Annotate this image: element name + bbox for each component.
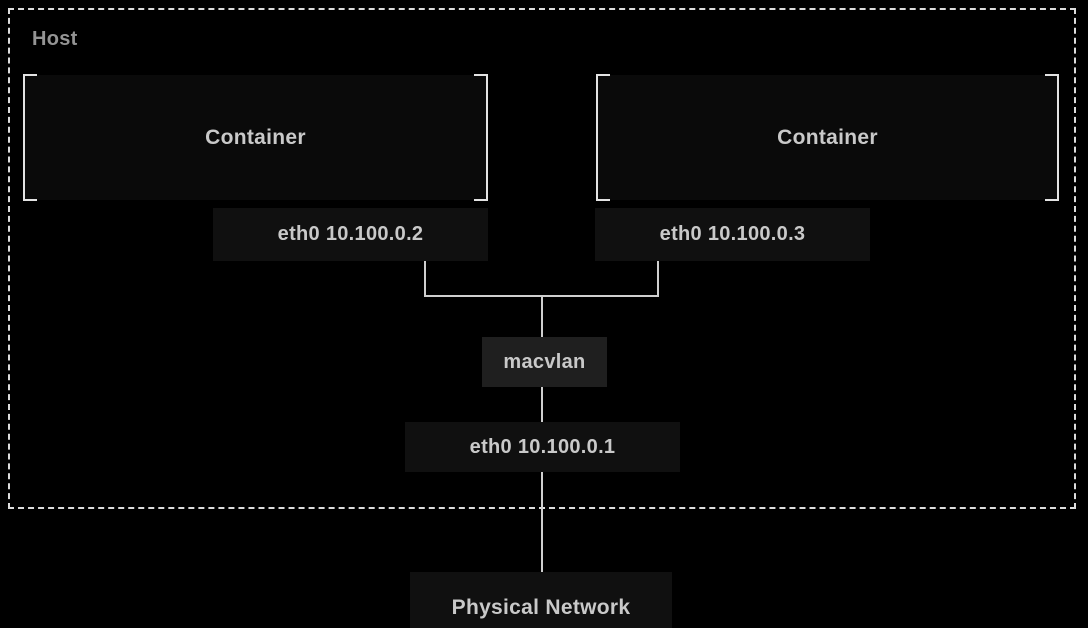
connector-line-to-macvlan (541, 295, 543, 337)
host-label: Host (32, 28, 78, 50)
connector-line-eth0-to-physical-network (541, 472, 543, 572)
container-interface-right: eth0 10.100.0.3 (595, 208, 870, 261)
bracket-left-icon (596, 74, 610, 201)
container-node-right: Container (596, 74, 1059, 201)
bracket-right-icon (1045, 74, 1059, 201)
connector-line-eth0-right (657, 261, 659, 297)
host-interface-node: eth0 10.100.0.1 (405, 422, 680, 472)
connector-line-macvlan-to-eth0 (541, 387, 543, 422)
bracket-right-icon (474, 74, 488, 201)
bracket-left-icon (23, 74, 37, 201)
macvlan-driver-node: macvlan (482, 337, 607, 387)
container-interface-left: eth0 10.100.0.2 (213, 208, 488, 261)
physical-network-node: Physical Network (410, 572, 672, 628)
connector-line-eth0-left (424, 261, 426, 297)
container-node-left: Container (23, 74, 488, 201)
container-label: Container (777, 125, 878, 149)
container-label: Container (205, 125, 306, 149)
